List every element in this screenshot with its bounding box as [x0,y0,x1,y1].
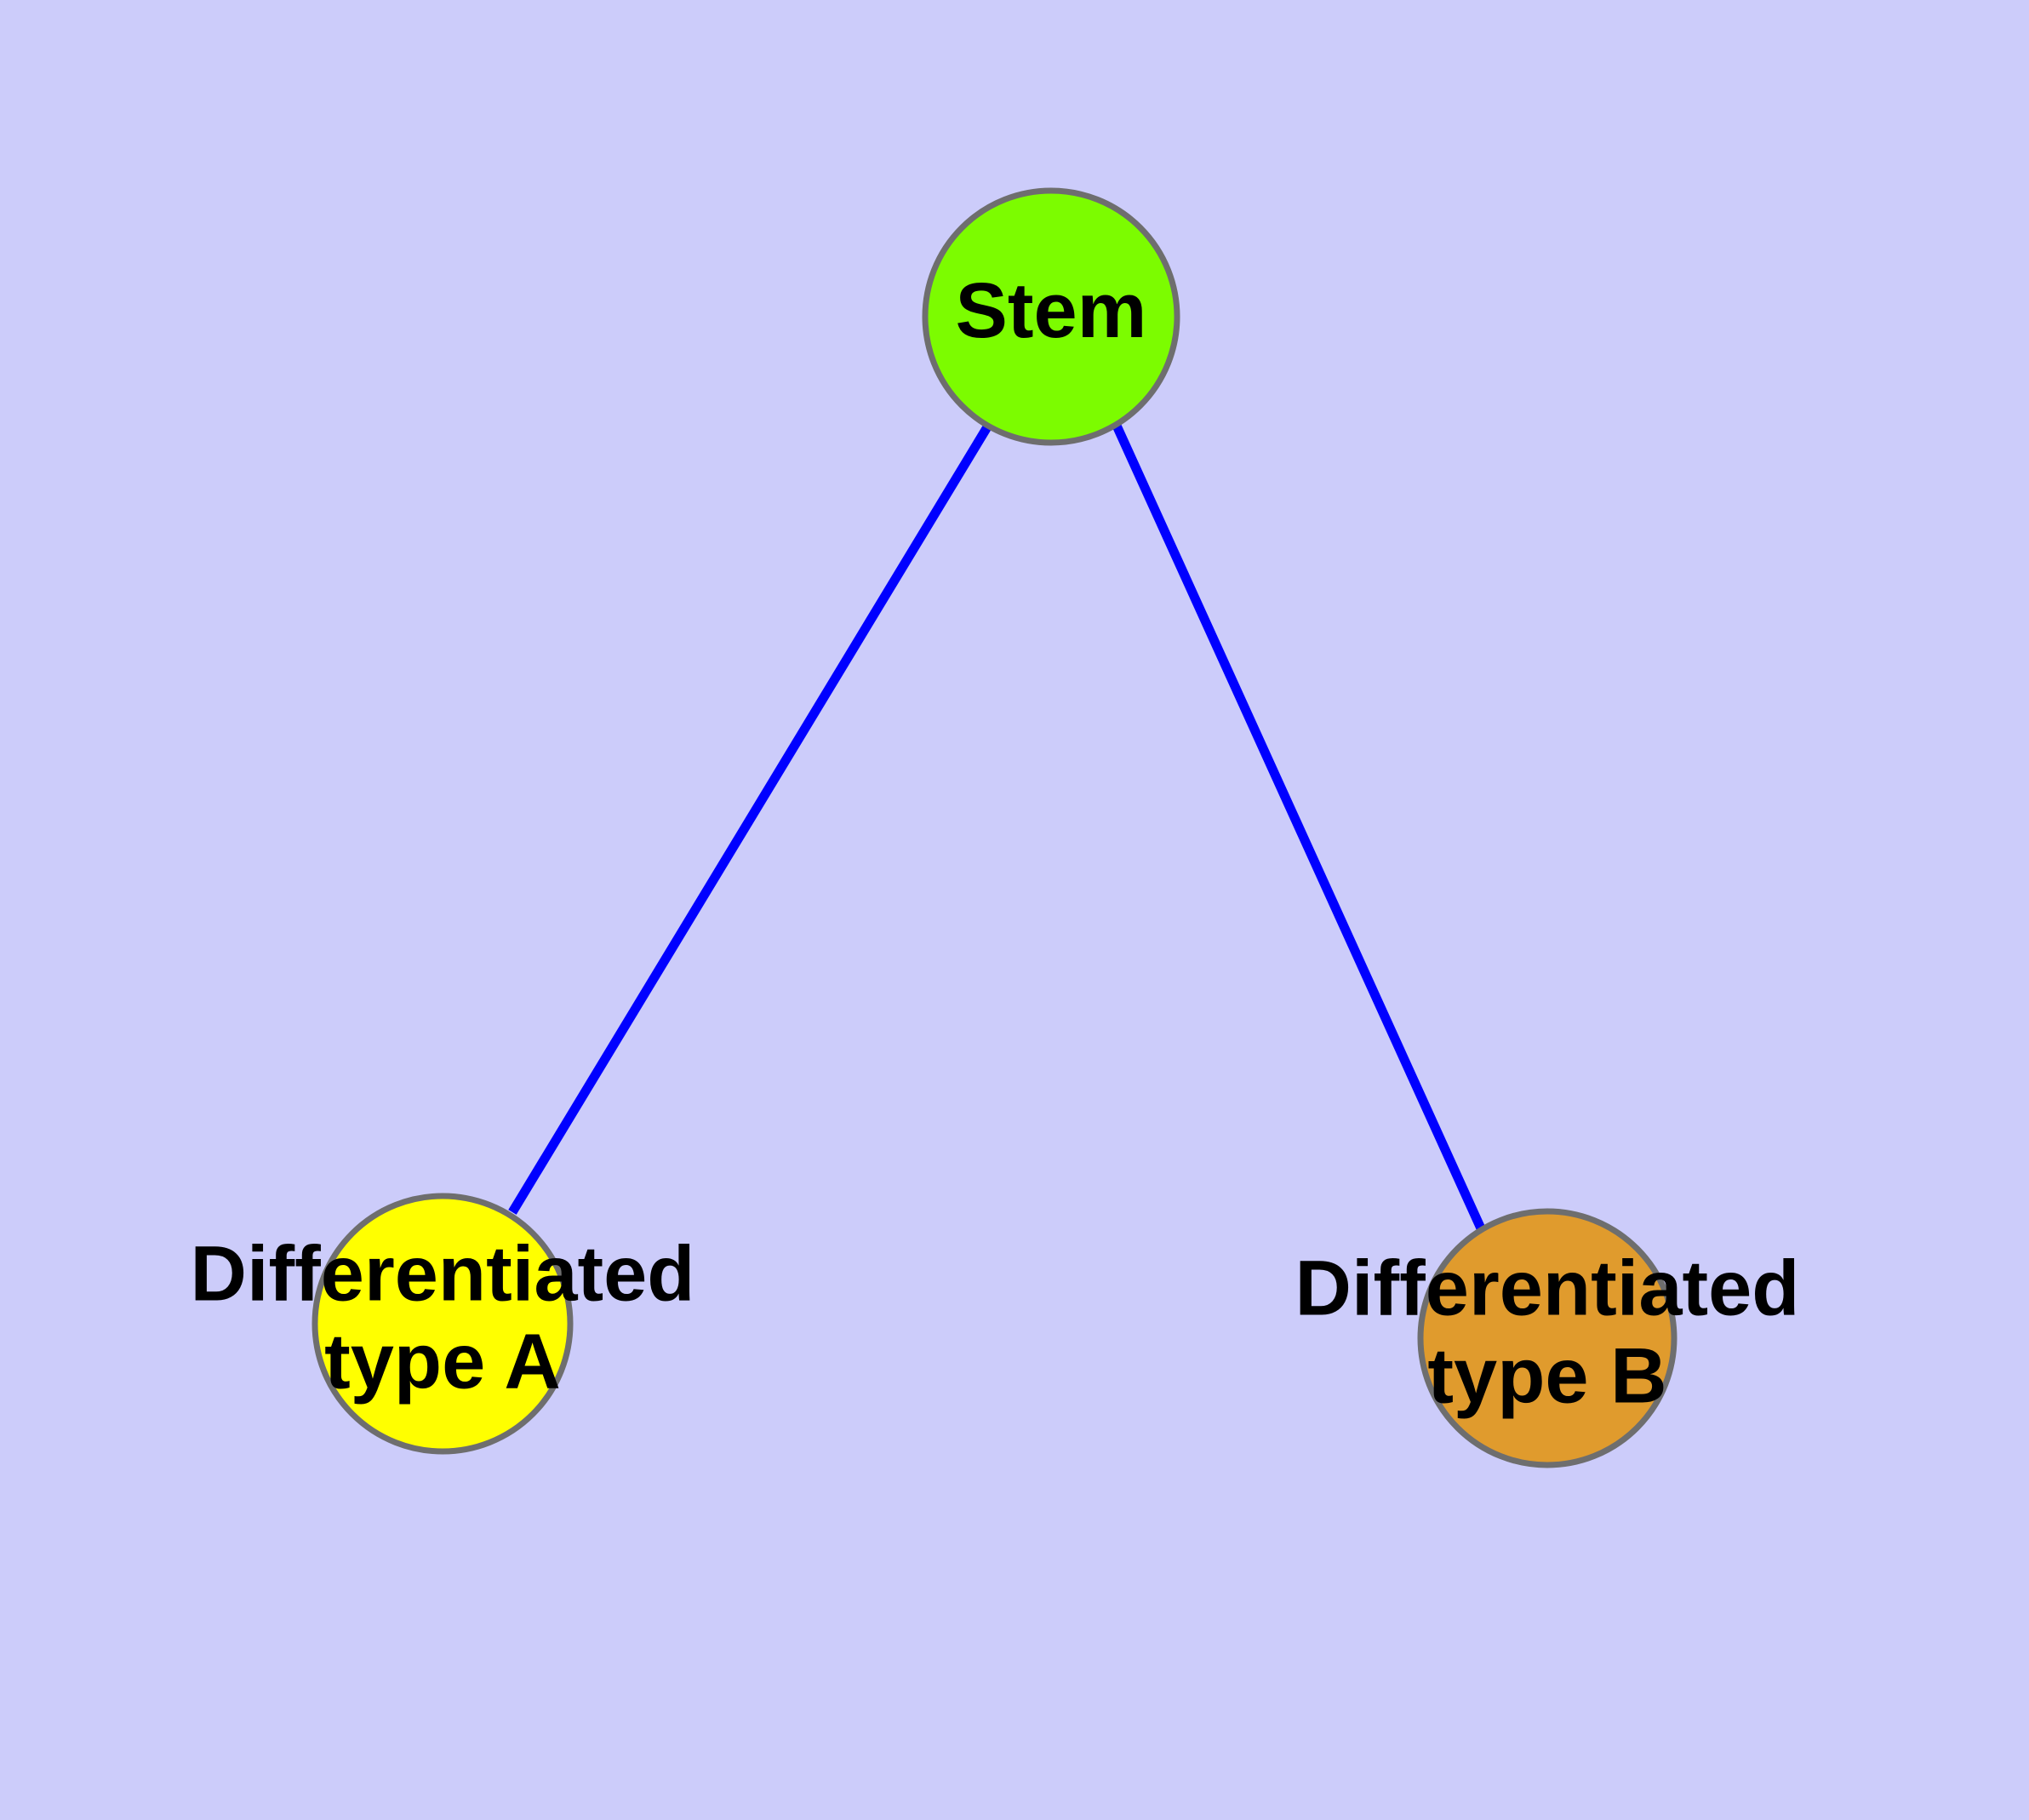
node-label-line: Differentiated [191,1231,695,1318]
edge-stem-to-differentiated-type-a[interactable] [508,423,992,1215]
node-label-line: Differentiated [1295,1245,1800,1332]
node-label-line: type B [1427,1333,1666,1420]
node-stem-label: Stem [956,267,1147,354]
edge-stem-to-differentiated-type-b[interactable] [1112,423,1486,1231]
node-label-line: Stem [956,267,1147,354]
nodes-layer [311,187,1677,1468]
node-differentiated-type-b-circle[interactable] [1417,1208,1677,1468]
node-label-line: type A [324,1319,561,1405]
node-differentiated-type-a-circle[interactable] [311,1193,574,1455]
node-stem-circle[interactable] [922,187,1180,446]
edges-layer [508,423,1486,1231]
